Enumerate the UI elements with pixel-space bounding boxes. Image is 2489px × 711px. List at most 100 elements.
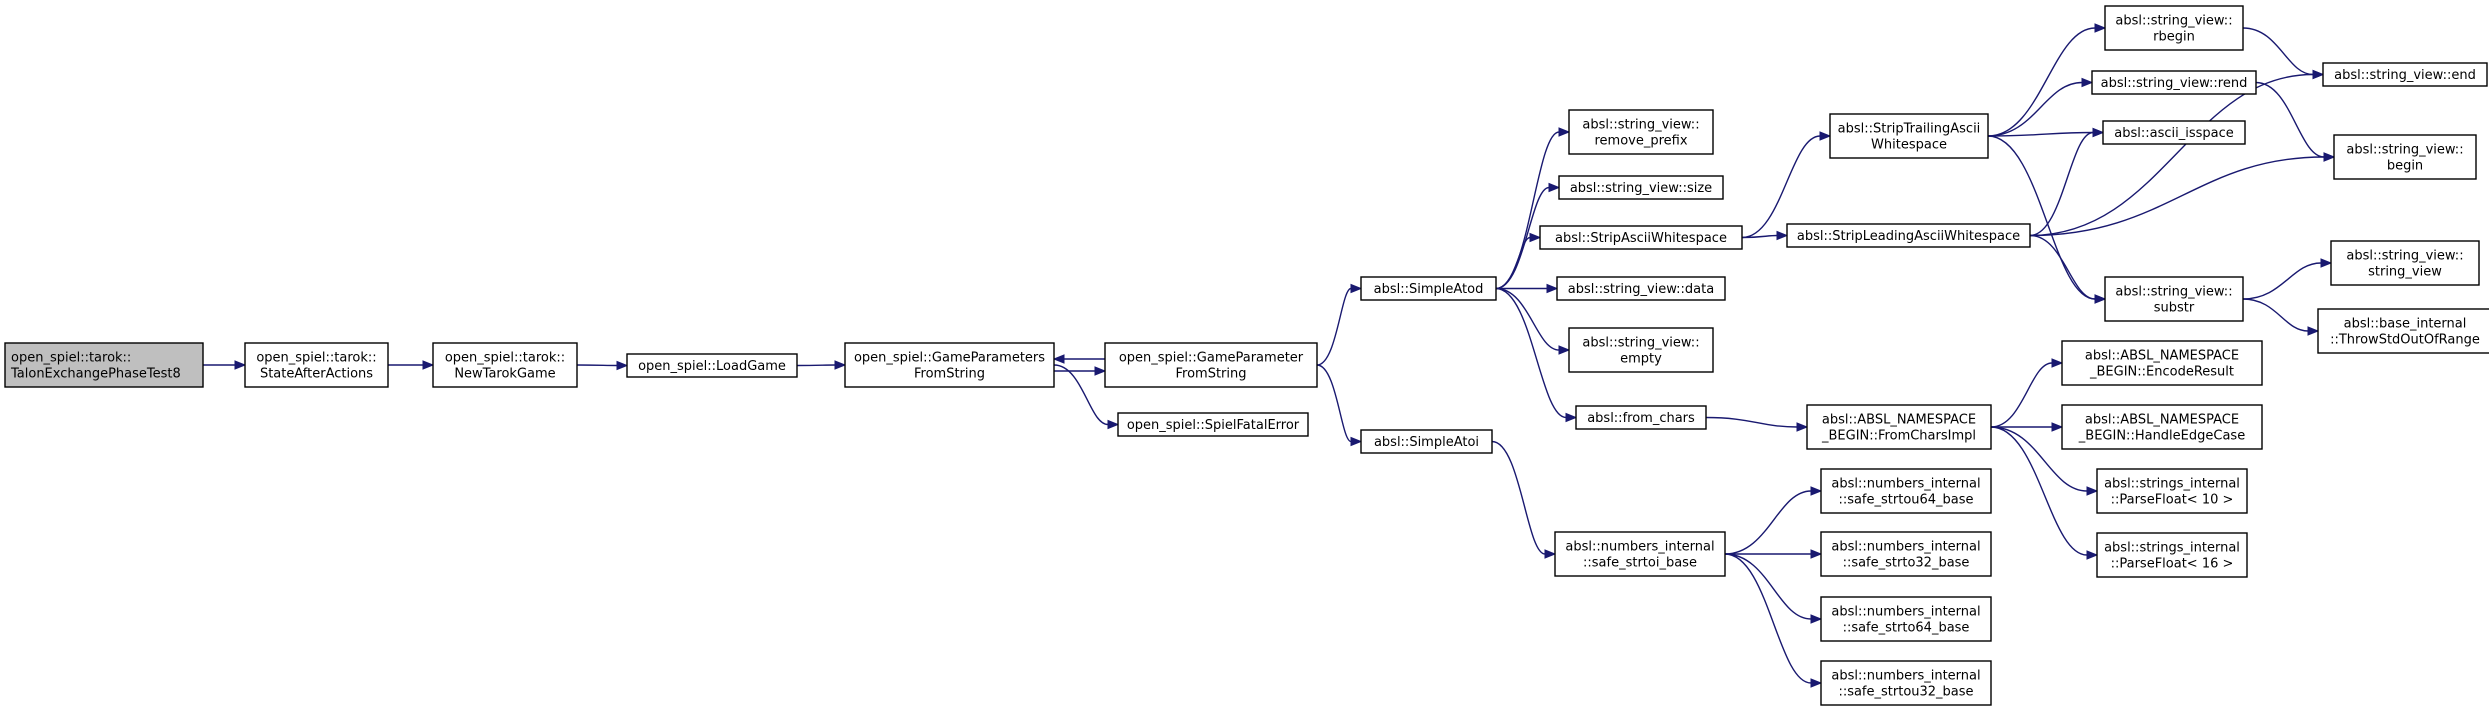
graph-node[interactable]: absl::StripLeadingAsciiWhitespace: [1786, 223, 2031, 248]
node-box[interactable]: [2104, 276, 2244, 322]
graph-node[interactable]: absl::ABSL_NAMESPACE_BEGIN::EncodeResult: [2061, 340, 2263, 386]
graph-node[interactable]: absl::ascii_isspace: [2102, 120, 2246, 145]
node-label: open_spiel::tarok::: [11, 351, 131, 366]
node-box[interactable]: [1820, 660, 1992, 706]
node-label: FromString: [914, 367, 985, 382]
node-box[interactable]: [1829, 113, 1989, 159]
graph-node[interactable]: absl::string_view::substr: [2104, 276, 2244, 322]
graph-node[interactable]: absl::base_internal::ThrowStdOutOfRange: [2317, 308, 2489, 354]
node-box[interactable]: [2096, 532, 2248, 578]
node-box[interactable]: [244, 342, 389, 388]
node-box[interactable]: [1554, 531, 1726, 577]
arrowhead-n0-n1: [234, 360, 247, 370]
node-box[interactable]: [1558, 175, 1724, 200]
graph-node[interactable]: absl::numbers_internal::safe_strto64_bas…: [1820, 596, 1992, 642]
node-box[interactable]: [2102, 120, 2246, 145]
graph-node[interactable]: absl::numbers_internal::safe_strtoi_base: [1554, 531, 1726, 577]
graph-node[interactable]: absl::string_view::string_view: [2330, 240, 2480, 286]
graph-node[interactable]: absl::numbers_internal::safe_strtou64_ba…: [1820, 468, 1992, 514]
node-box[interactable]: [432, 342, 578, 388]
graph-node[interactable]: open_spiel::tarok::TalonExchangePhaseTes…: [4, 342, 204, 388]
node-box[interactable]: [1104, 342, 1318, 388]
graph-node[interactable]: absl::string_view::data: [1556, 276, 1726, 301]
node-label: absl::string_view::end: [2334, 68, 2476, 83]
arrowhead-n18-n28: [2051, 422, 2064, 432]
edge-n24-n32: [2255, 81, 2325, 158]
edge-n7-n14: [1495, 287, 1567, 419]
node-box[interactable]: [2104, 5, 2244, 51]
arrowhead-n7-n10: [1548, 182, 1561, 193]
node-box[interactable]: [1117, 412, 1309, 437]
node-box[interactable]: [1820, 531, 1992, 577]
node-box[interactable]: [2096, 468, 2248, 514]
node-box[interactable]: [2061, 340, 2263, 386]
graph-node[interactable]: absl::string_view::rbegin: [2104, 5, 2244, 51]
node-box[interactable]: [626, 353, 798, 378]
node-label: absl::string_view::: [2115, 14, 2232, 29]
node-label: absl::string_view::data: [1568, 282, 1714, 297]
node-box[interactable]: [1539, 225, 1743, 250]
node-box[interactable]: [844, 342, 1055, 388]
root-node-box[interactable]: [4, 342, 204, 388]
node-label: absl::strings_internal: [2104, 541, 2240, 556]
node-box[interactable]: [2322, 62, 2488, 87]
graph-node[interactable]: absl::string_view::empty: [1568, 327, 1714, 373]
graph-node[interactable]: absl::string_view::rend: [2091, 70, 2257, 95]
graph-node[interactable]: absl::string_view::size: [1558, 175, 1724, 200]
graph-node[interactable]: absl::StripAsciiWhitespace: [1539, 225, 1743, 250]
graph-node[interactable]: absl::from_chars: [1575, 405, 1707, 430]
graph-node[interactable]: open_spiel::SpielFatalError: [1117, 412, 1309, 437]
node-label: absl::ABSL_NAMESPACE: [2085, 413, 2239, 428]
node-label: open_spiel::SpielFatalError: [1127, 418, 1300, 433]
node-box[interactable]: [1568, 327, 1714, 373]
graph-node[interactable]: absl::SimpleAtoi: [1360, 429, 1493, 454]
node-box[interactable]: [1820, 468, 1992, 514]
graph-node[interactable]: absl::ABSL_NAMESPACE_BEGIN::HandleEdgeCa…: [2061, 404, 2263, 450]
node-label: absl::numbers_internal: [1565, 540, 1714, 555]
graph-node[interactable]: absl::string_view::end: [2322, 62, 2488, 87]
edge-n11-n17: [1741, 234, 1778, 239]
node-label: absl::string_view::: [1582, 118, 1699, 133]
node-box[interactable]: [2317, 308, 2489, 354]
node-box[interactable]: [2330, 240, 2480, 286]
node-box[interactable]: [1360, 429, 1493, 454]
node-box[interactable]: [1786, 223, 2031, 248]
node-label: ::safe_strtou32_base: [1838, 685, 1973, 700]
node-label: absl::string_view::: [2346, 249, 2463, 264]
graph-node[interactable]: absl::strings_internal::ParseFloat< 10 >: [2096, 468, 2248, 514]
edge-n18-n30: [1990, 426, 2088, 556]
graph-node[interactable]: open_spiel::tarok::StateAfterActions: [244, 342, 389, 388]
node-label: begin: [2387, 159, 2423, 174]
node-box[interactable]: [2333, 134, 2477, 180]
edge-n7-n11: [1495, 236, 1531, 290]
arrowhead-n5-n4: [1052, 354, 1065, 364]
edge-n18-n27: [1990, 362, 2053, 428]
graph-node[interactable]: absl::string_view::remove_prefix: [1568, 109, 1714, 155]
node-box[interactable]: [2091, 70, 2257, 95]
arrowhead-n16-n24: [2081, 77, 2094, 88]
edge-n23-n31: [2242, 27, 2314, 76]
node-box[interactable]: [1575, 405, 1707, 430]
arrowhead-n7-n13: [1558, 345, 1571, 355]
node-box[interactable]: [1568, 109, 1714, 155]
graph-node[interactable]: absl::string_view::begin: [2333, 134, 2477, 180]
graph-node[interactable]: absl::ABSL_NAMESPACE_BEGIN::FromCharsImp…: [1806, 404, 1992, 450]
arrowhead-n11-n16: [1819, 131, 1832, 141]
graph-node[interactable]: absl::strings_internal::ParseFloat< 16 >: [2096, 532, 2248, 578]
graph-node[interactable]: open_spiel::LoadGame: [626, 353, 798, 378]
node-box[interactable]: [1360, 276, 1497, 301]
graph-node[interactable]: open_spiel::tarok::NewTarokGame: [432, 342, 578, 388]
node-label: empty: [1620, 352, 1662, 367]
node-label: absl::numbers_internal: [1831, 477, 1980, 492]
arrowhead-n26-n34: [2307, 326, 2320, 336]
node-box[interactable]: [1820, 596, 1992, 642]
node-box[interactable]: [1806, 404, 1992, 450]
graph-node[interactable]: absl::numbers_internal::safe_strto32_bas…: [1820, 531, 1992, 577]
node-box[interactable]: [2061, 404, 2263, 450]
node-box[interactable]: [1556, 276, 1726, 301]
graph-node[interactable]: absl::numbers_internal::safe_strtou32_ba…: [1820, 660, 1992, 706]
graph-node[interactable]: absl::SimpleAtod: [1360, 276, 1497, 301]
